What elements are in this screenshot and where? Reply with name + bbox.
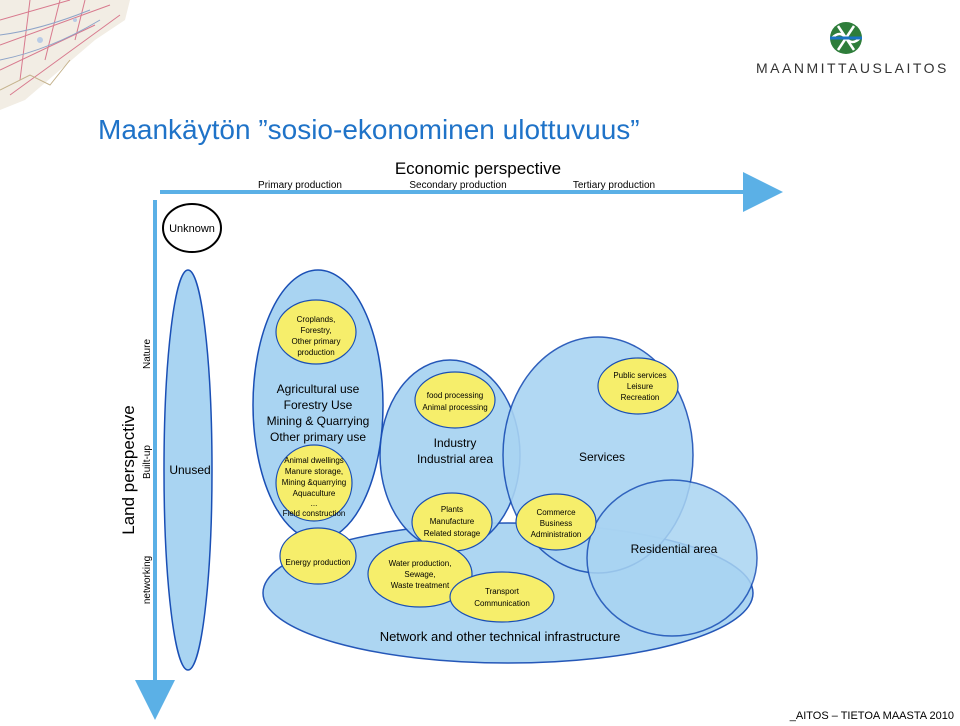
svg-text:food processing: food processing — [427, 391, 483, 400]
unknown-label: Unknown — [169, 223, 215, 235]
svg-text:Croplands,: Croplands, — [297, 315, 336, 324]
secondary-production-label: Secondary production — [409, 180, 506, 191]
tertiary-production-label: Tertiary production — [573, 180, 655, 191]
energy-label: Energy production — [286, 558, 351, 567]
croplands-circle — [275, 299, 357, 365]
svg-text:Industrial area: Industrial area — [417, 452, 493, 466]
page-title: Maankäytön ”sosio-ekonominen ulottuvuus” — [98, 114, 640, 145]
public-text: Public services Leisure Recreation — [613, 371, 666, 402]
svg-text:Mining &quarrying: Mining &quarrying — [282, 478, 346, 487]
nature-label: Nature — [142, 339, 153, 369]
footer-text: _AITOS – TIETOA MAASTA 2010 — [789, 710, 954, 722]
commerce-text: Commerce Business Administration — [531, 508, 582, 539]
built-up-label: Built-up — [142, 445, 153, 479]
svg-text:Industry: Industry — [434, 436, 477, 450]
maanmittauslaitos-logo: MAANMITTAUSLAITOS — [756, 20, 949, 80]
plants-text: Plants Manufacture Related storage — [424, 505, 481, 538]
residential-label: Residential area — [631, 542, 718, 556]
svg-text:Public services: Public services — [613, 371, 666, 380]
networking-label: networking — [142, 556, 153, 604]
svg-text:Animal dwellings: Animal dwellings — [284, 456, 344, 465]
svg-text:Sewage,: Sewage, — [404, 570, 435, 579]
svg-text:Forestry,: Forestry, — [301, 326, 332, 335]
food-text: food processing Animal processing — [422, 391, 487, 412]
svg-text:Commerce: Commerce — [536, 508, 576, 517]
svg-text:Waste treatment: Waste treatment — [391, 581, 450, 590]
svg-text:Transport: Transport — [485, 587, 520, 596]
svg-text:Plants: Plants — [441, 505, 463, 514]
primary-production-label: Primary production — [258, 180, 342, 191]
land-perspective-label: Land perspective — [119, 405, 138, 534]
svg-text:production: production — [297, 348, 334, 357]
industry-text: Industry Industrial area — [417, 436, 493, 466]
services-label: Services — [579, 450, 625, 464]
svg-text:Recreation: Recreation — [621, 393, 660, 402]
svg-text:Related storage: Related storage — [424, 529, 481, 538]
residential-ellipse — [586, 479, 758, 637]
svg-text:Leisure: Leisure — [627, 382, 654, 391]
svg-text:Other primary: Other primary — [292, 337, 341, 346]
svg-text:Forestry Use: Forestry Use — [284, 398, 353, 412]
map-fragment-image — [0, 0, 130, 110]
unused-ellipse — [163, 269, 213, 671]
economic-perspective-label: Economic perspective — [395, 159, 561, 178]
water-circle — [367, 540, 473, 608]
svg-text:Manufacture: Manufacture — [430, 517, 475, 526]
svg-text:Communication: Communication — [474, 599, 530, 608]
svg-text:Agricultural use: Agricultural use — [277, 382, 360, 396]
svg-text:Water production,: Water production, — [389, 559, 452, 568]
svg-text:Field construction: Field construction — [283, 509, 346, 518]
network-label: Network and other technical infrastructu… — [380, 629, 621, 644]
svg-text:Other primary use: Other primary use — [270, 430, 366, 444]
public-circle — [597, 357, 679, 415]
water-text: Water production, Sewage, Waste treatmen… — [389, 559, 452, 590]
transport-text: Transport Communication — [474, 587, 530, 608]
animal-text: Animal dwellings Manure storage, Mining … — [282, 456, 346, 518]
energy-circle — [279, 527, 357, 585]
animal-circle — [275, 444, 353, 522]
globe-grid-icon — [830, 22, 862, 54]
food-circle — [414, 371, 496, 429]
croplands-text: Croplands, Forestry, Other primary produ… — [292, 315, 341, 357]
unknown-circle — [162, 203, 222, 253]
commerce-circle — [515, 493, 597, 551]
agricultural-text: Agricultural use Forestry Use Mining & Q… — [267, 382, 370, 444]
svg-text:Administration: Administration — [531, 530, 582, 539]
svg-text:Mining & Quarrying: Mining & Quarrying — [267, 414, 370, 428]
svg-text:...: ... — [311, 499, 318, 508]
svg-text:Aquaculture: Aquaculture — [293, 489, 336, 498]
transport-circle — [449, 571, 555, 623]
unused-label: Unused — [169, 463, 210, 477]
logo-wordmark: MAANMITTAUSLAITOS — [756, 60, 949, 76]
svg-text:Manure storage,: Manure storage, — [285, 467, 343, 476]
svg-text:Animal processing: Animal processing — [422, 403, 487, 412]
svg-text:Business: Business — [540, 519, 572, 528]
